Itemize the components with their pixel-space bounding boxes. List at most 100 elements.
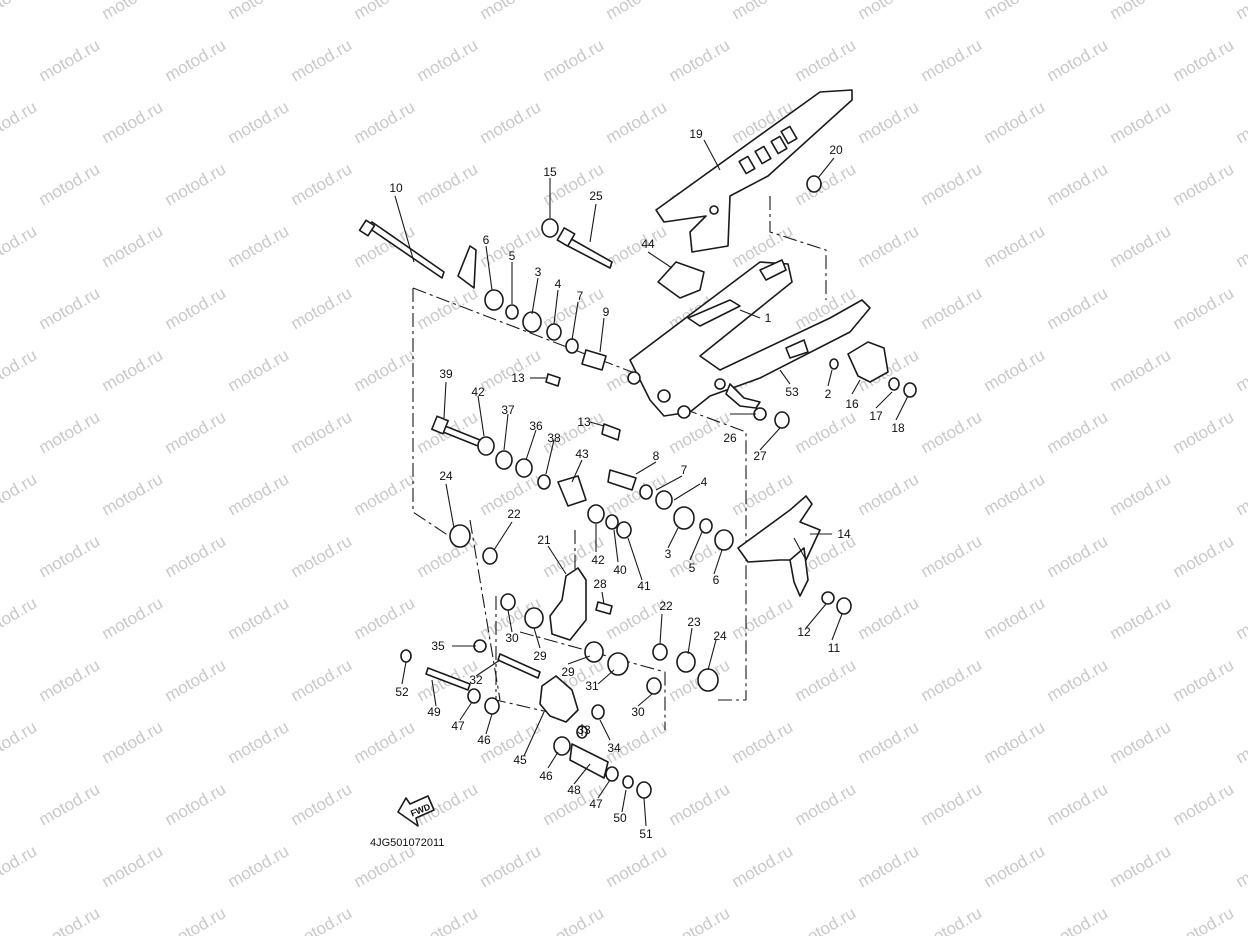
watermark-text: motod.ru <box>855 97 923 147</box>
watermark-text: motod.ru <box>729 717 797 767</box>
watermark-text: motod.ru <box>1233 717 1248 767</box>
watermark-text: motod.ru <box>1233 221 1248 271</box>
watermark-text: motod.ru <box>162 35 230 85</box>
watermark-text: motod.ru <box>981 221 1049 271</box>
watermark-text: motod.ru <box>0 717 40 767</box>
watermark-text: motod.ru <box>1233 0 1248 23</box>
chain-guard <box>655 89 853 253</box>
watermark-text: motod.ru <box>1107 717 1175 767</box>
watermark-text: motod.ru <box>1107 593 1175 643</box>
label-part-19: 19 <box>689 127 703 141</box>
label-part-16: 16 <box>845 397 859 411</box>
chain-puller-left <box>737 495 821 563</box>
label-part-27: 27 <box>753 449 767 463</box>
diagram-code: 4JG501072011 <box>370 837 444 849</box>
watermark-text: motod.ru <box>477 0 545 23</box>
label-part-46a: 46 <box>477 733 491 747</box>
label-part-10: 10 <box>389 181 403 195</box>
watermark-text: motod.ru <box>1107 221 1175 271</box>
label-part-35: 35 <box>431 639 445 653</box>
bracket-14 <box>789 547 809 597</box>
watermark-text: motod.ru <box>351 469 419 519</box>
watermark-text: motod.ru <box>351 345 419 395</box>
watermark-text: motod.ru <box>1107 841 1175 891</box>
watermark-text: motod.ru <box>1044 903 1112 936</box>
label-part-45: 45 <box>513 753 527 767</box>
label-part-22a: 22 <box>507 507 521 521</box>
watermark-text: motod.ru <box>36 407 104 457</box>
watermark-text: motod.ru <box>1044 779 1112 829</box>
watermark-text: motod.ru <box>918 531 986 581</box>
connecting-rod <box>539 675 579 723</box>
watermark-text: motod.ru <box>162 531 230 581</box>
label-part-7b: 7 <box>681 463 688 477</box>
label-part-36: 36 <box>529 419 543 433</box>
watermark-text: motod.ru <box>918 655 986 705</box>
watermark-text: motod.ru <box>414 531 482 581</box>
watermark-text: motod.ru <box>855 841 923 891</box>
watermark-text: motod.ru <box>477 97 545 147</box>
protector-pad <box>657 261 705 299</box>
label-part-17: 17 <box>869 409 883 423</box>
label-part-7: 7 <box>577 289 584 303</box>
watermark-text: motod.ru <box>792 655 860 705</box>
label-part-42a: 42 <box>471 385 485 399</box>
watermark-text: motod.ru <box>99 841 167 891</box>
watermark-text: motod.ru <box>288 779 356 829</box>
watermark-text: motod.ru <box>225 593 293 643</box>
watermark-text: motod.ru <box>540 903 608 936</box>
label-part-53: 53 <box>785 385 799 399</box>
label-part-5: 5 <box>509 249 516 263</box>
watermark-text: motod.ru <box>666 35 734 85</box>
watermark-text: motod.ru <box>1044 655 1112 705</box>
label-part-4b: 4 <box>701 475 708 489</box>
label-part-6: 6 <box>483 233 490 247</box>
label-part-41: 41 <box>637 579 651 593</box>
watermark-text: motod.ru <box>351 97 419 147</box>
label-part-34: 34 <box>607 741 621 755</box>
label-part-47a: 47 <box>451 719 465 733</box>
label-part-52: 52 <box>395 685 409 699</box>
label-part-42b: 42 <box>591 553 605 567</box>
label-part-26: 26 <box>723 431 737 445</box>
watermark-text: motod.ru <box>225 221 293 271</box>
watermark-text: motod.ru <box>162 283 230 333</box>
swingarm <box>627 259 871 419</box>
watermark-text: motod.ru <box>36 903 104 936</box>
watermark-text: motod.ru <box>0 97 40 147</box>
watermark-text: motod.ru <box>918 407 986 457</box>
watermark-text: motod.ru <box>1107 0 1175 23</box>
watermark-text: motod.ru <box>918 779 986 829</box>
watermark-text: motod.ru <box>99 221 167 271</box>
watermark-text: motod.ru <box>162 159 230 209</box>
watermark-text: motod.ru <box>1170 35 1238 85</box>
watermark-text: motod.ru <box>351 0 419 23</box>
watermark-text: motod.ru <box>225 717 293 767</box>
label-part-12: 12 <box>797 625 811 639</box>
label-part-30b: 30 <box>631 705 645 719</box>
watermark-text: motod.ru <box>36 531 104 581</box>
relay-arm <box>549 567 587 641</box>
label-part-49: 49 <box>427 705 441 719</box>
watermark-text: motod.ru <box>1044 407 1112 457</box>
watermark-text: motod.ru <box>981 97 1049 147</box>
watermark-text: motod.ru <box>855 717 923 767</box>
watermark-text: motod.ru <box>1233 469 1248 519</box>
watermark-text: motod.ru <box>729 841 797 891</box>
part-number-labels: 10 6 5 3 4 7 9 15 25 44 19 20 1 53 2 16 … <box>389 127 905 841</box>
watermark-text: motod.ru <box>288 283 356 333</box>
label-part-38: 38 <box>547 431 561 445</box>
watermark-text: motod.ru <box>414 35 482 85</box>
watermark-text: motod.ru <box>981 0 1049 23</box>
watermark-text: motod.ru <box>36 159 104 209</box>
watermark-text: motod.ru <box>1107 469 1175 519</box>
watermark-text: motod.ru <box>99 345 167 395</box>
watermark-text: motod.ru <box>36 655 104 705</box>
watermark-text: motod.ru <box>1170 655 1238 705</box>
watermark-text: motod.ru <box>603 221 671 271</box>
watermark-text: motod.ru <box>0 345 40 395</box>
watermark-text: motod.ru <box>792 903 860 936</box>
watermark-text: motod.ru <box>351 717 419 767</box>
watermark-text: motod.ru <box>792 407 860 457</box>
label-part-18: 18 <box>891 421 905 435</box>
